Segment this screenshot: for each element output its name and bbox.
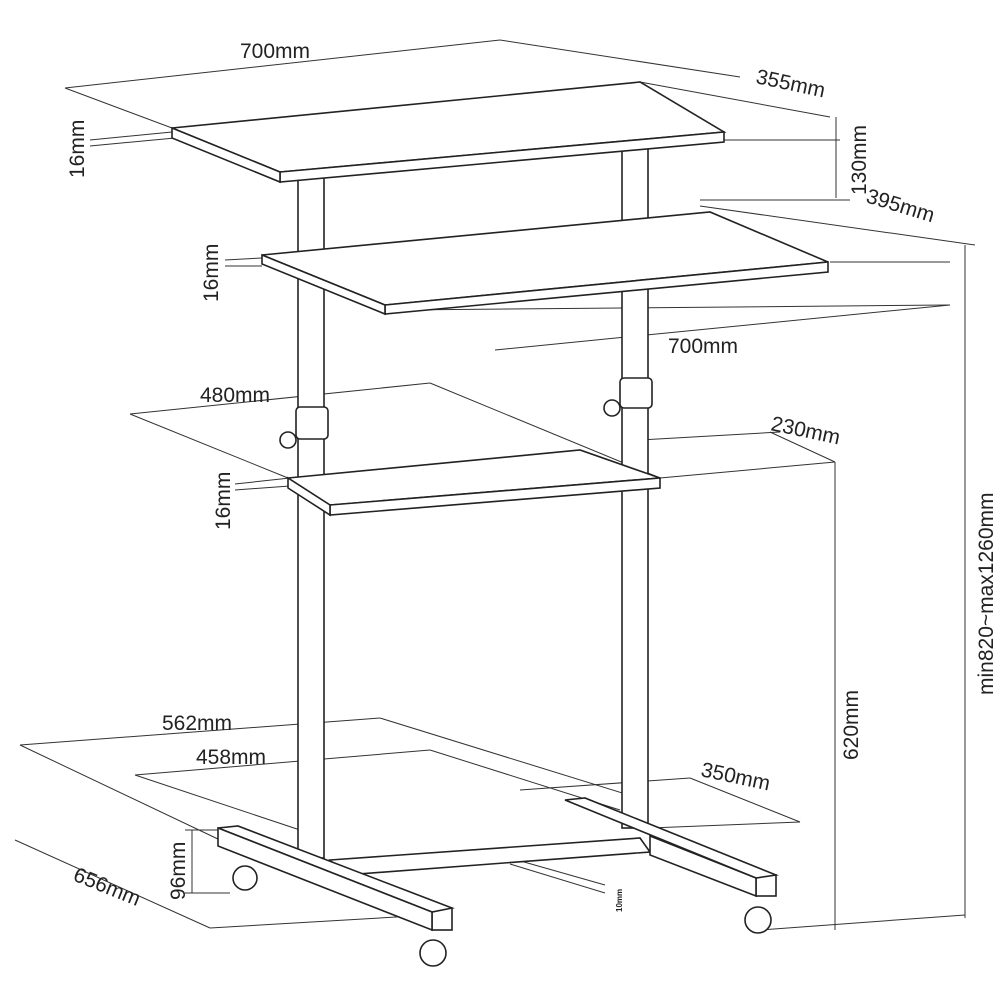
dimension-line	[689, 777, 801, 823]
height-clamp-right	[619, 377, 653, 409]
caster-icon	[232, 865, 258, 891]
keyboard-shelf-side-edge	[261, 253, 386, 316]
dimension-line	[649, 821, 801, 829]
dimension-line	[519, 777, 691, 791]
caster-icon	[744, 906, 772, 934]
label-base-width-outer: 562mm	[162, 712, 232, 735]
dimension-lines	[14, 39, 976, 931]
dimension-line	[224, 257, 263, 261]
label-kb-width: 700mm	[668, 335, 738, 358]
dimension-line	[19, 744, 221, 841]
knob-right-icon	[603, 399, 621, 417]
base-foot-back-top	[564, 797, 780, 879]
caster-icon	[419, 939, 447, 967]
label-base-bar: 10mm	[615, 889, 624, 912]
dimension-line	[129, 413, 289, 479]
dimension-line	[64, 87, 173, 129]
base-foot-back-side	[649, 834, 757, 898]
dimension-line	[209, 914, 431, 929]
label-top-width: 700mm	[240, 40, 310, 63]
dimension-line	[14, 839, 211, 929]
dimension-line	[234, 485, 291, 491]
label-top-depth: 355mm	[754, 65, 827, 102]
base-foot-front-side	[217, 826, 433, 932]
dimension-line	[134, 774, 301, 831]
label-mid-thickness: 16mm	[212, 472, 235, 530]
dimension-line	[379, 717, 646, 801]
knob-left-icon	[279, 431, 297, 449]
label-mid-width: 480mm	[200, 384, 270, 407]
dimension-line	[509, 863, 606, 894]
label-top-thickness: 16mm	[66, 120, 89, 178]
middle-shelf-side-edge	[287, 476, 331, 517]
dimension-line	[639, 81, 831, 118]
label-base-depth-inner: 350mm	[699, 758, 772, 795]
dimension-line	[234, 477, 291, 485]
label-kb-thickness: 16mm	[200, 244, 223, 302]
dimension-line	[759, 914, 966, 931]
workstation-parts	[171, 81, 829, 967]
dimension-line	[89, 131, 173, 141]
dimension-line	[134, 749, 431, 776]
dimension-line	[494, 304, 951, 351]
top-desk-side-edge	[171, 126, 281, 184]
label-mid-depth: 230mm	[769, 412, 842, 449]
dimension-line	[89, 137, 176, 147]
label-base-height: 96mm	[167, 842, 190, 900]
label-top-gap: 130mm	[848, 125, 871, 195]
label-base-depth-outer: 656mm	[70, 863, 144, 911]
label-kb-depth: 395mm	[864, 185, 938, 227]
dimension-line	[499, 39, 741, 78]
base-crossbar	[328, 837, 652, 876]
dimension-line	[699, 205, 976, 246]
dimension-line	[129, 382, 431, 415]
dimension-line	[509, 857, 606, 886]
label-total-height: min820~max1260mm	[975, 492, 998, 695]
dimension-line	[64, 39, 501, 89]
dimension-line	[769, 431, 836, 463]
label-mid-height: 620mm	[840, 690, 863, 760]
dimension-line	[639, 431, 781, 441]
dimension-line	[399, 304, 951, 311]
height-clamp-left	[295, 406, 329, 440]
label-base-width-inner: 458mm	[196, 746, 266, 769]
dimension-line	[659, 461, 836, 479]
